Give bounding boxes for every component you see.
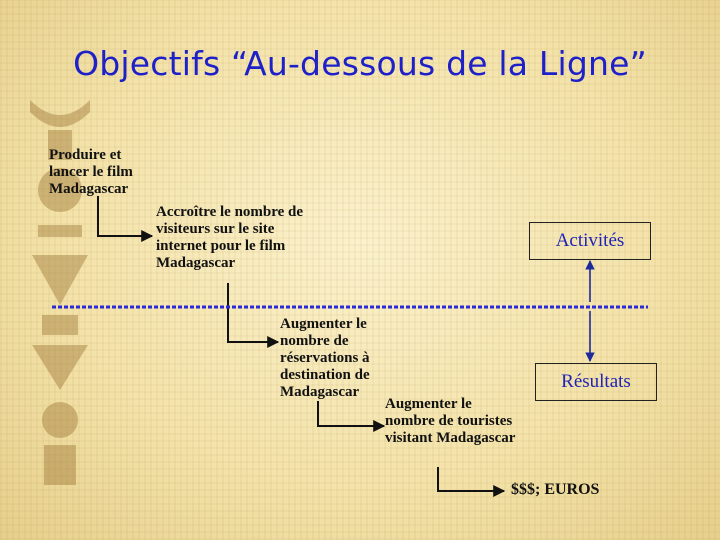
final-result-euros: $$$; EUROS [511,481,599,499]
step-tourists: Augmenter le nombre de touristes visitan… [385,396,515,447]
step-produce-film: Produire et lancer le film Madagascar [49,147,133,198]
connector-arrow [318,401,384,426]
connector-arrow [438,467,504,491]
step-website-visitors: Accroître le nombre de visiteurs sur le … [156,204,303,272]
step-bookings: Augmenter le nombre de réservations à de… [280,316,370,401]
resultats-box: Résultats [535,363,657,401]
connector-arrow [98,196,152,236]
activites-box: Activités [529,222,651,260]
connector-arrow [228,283,278,342]
